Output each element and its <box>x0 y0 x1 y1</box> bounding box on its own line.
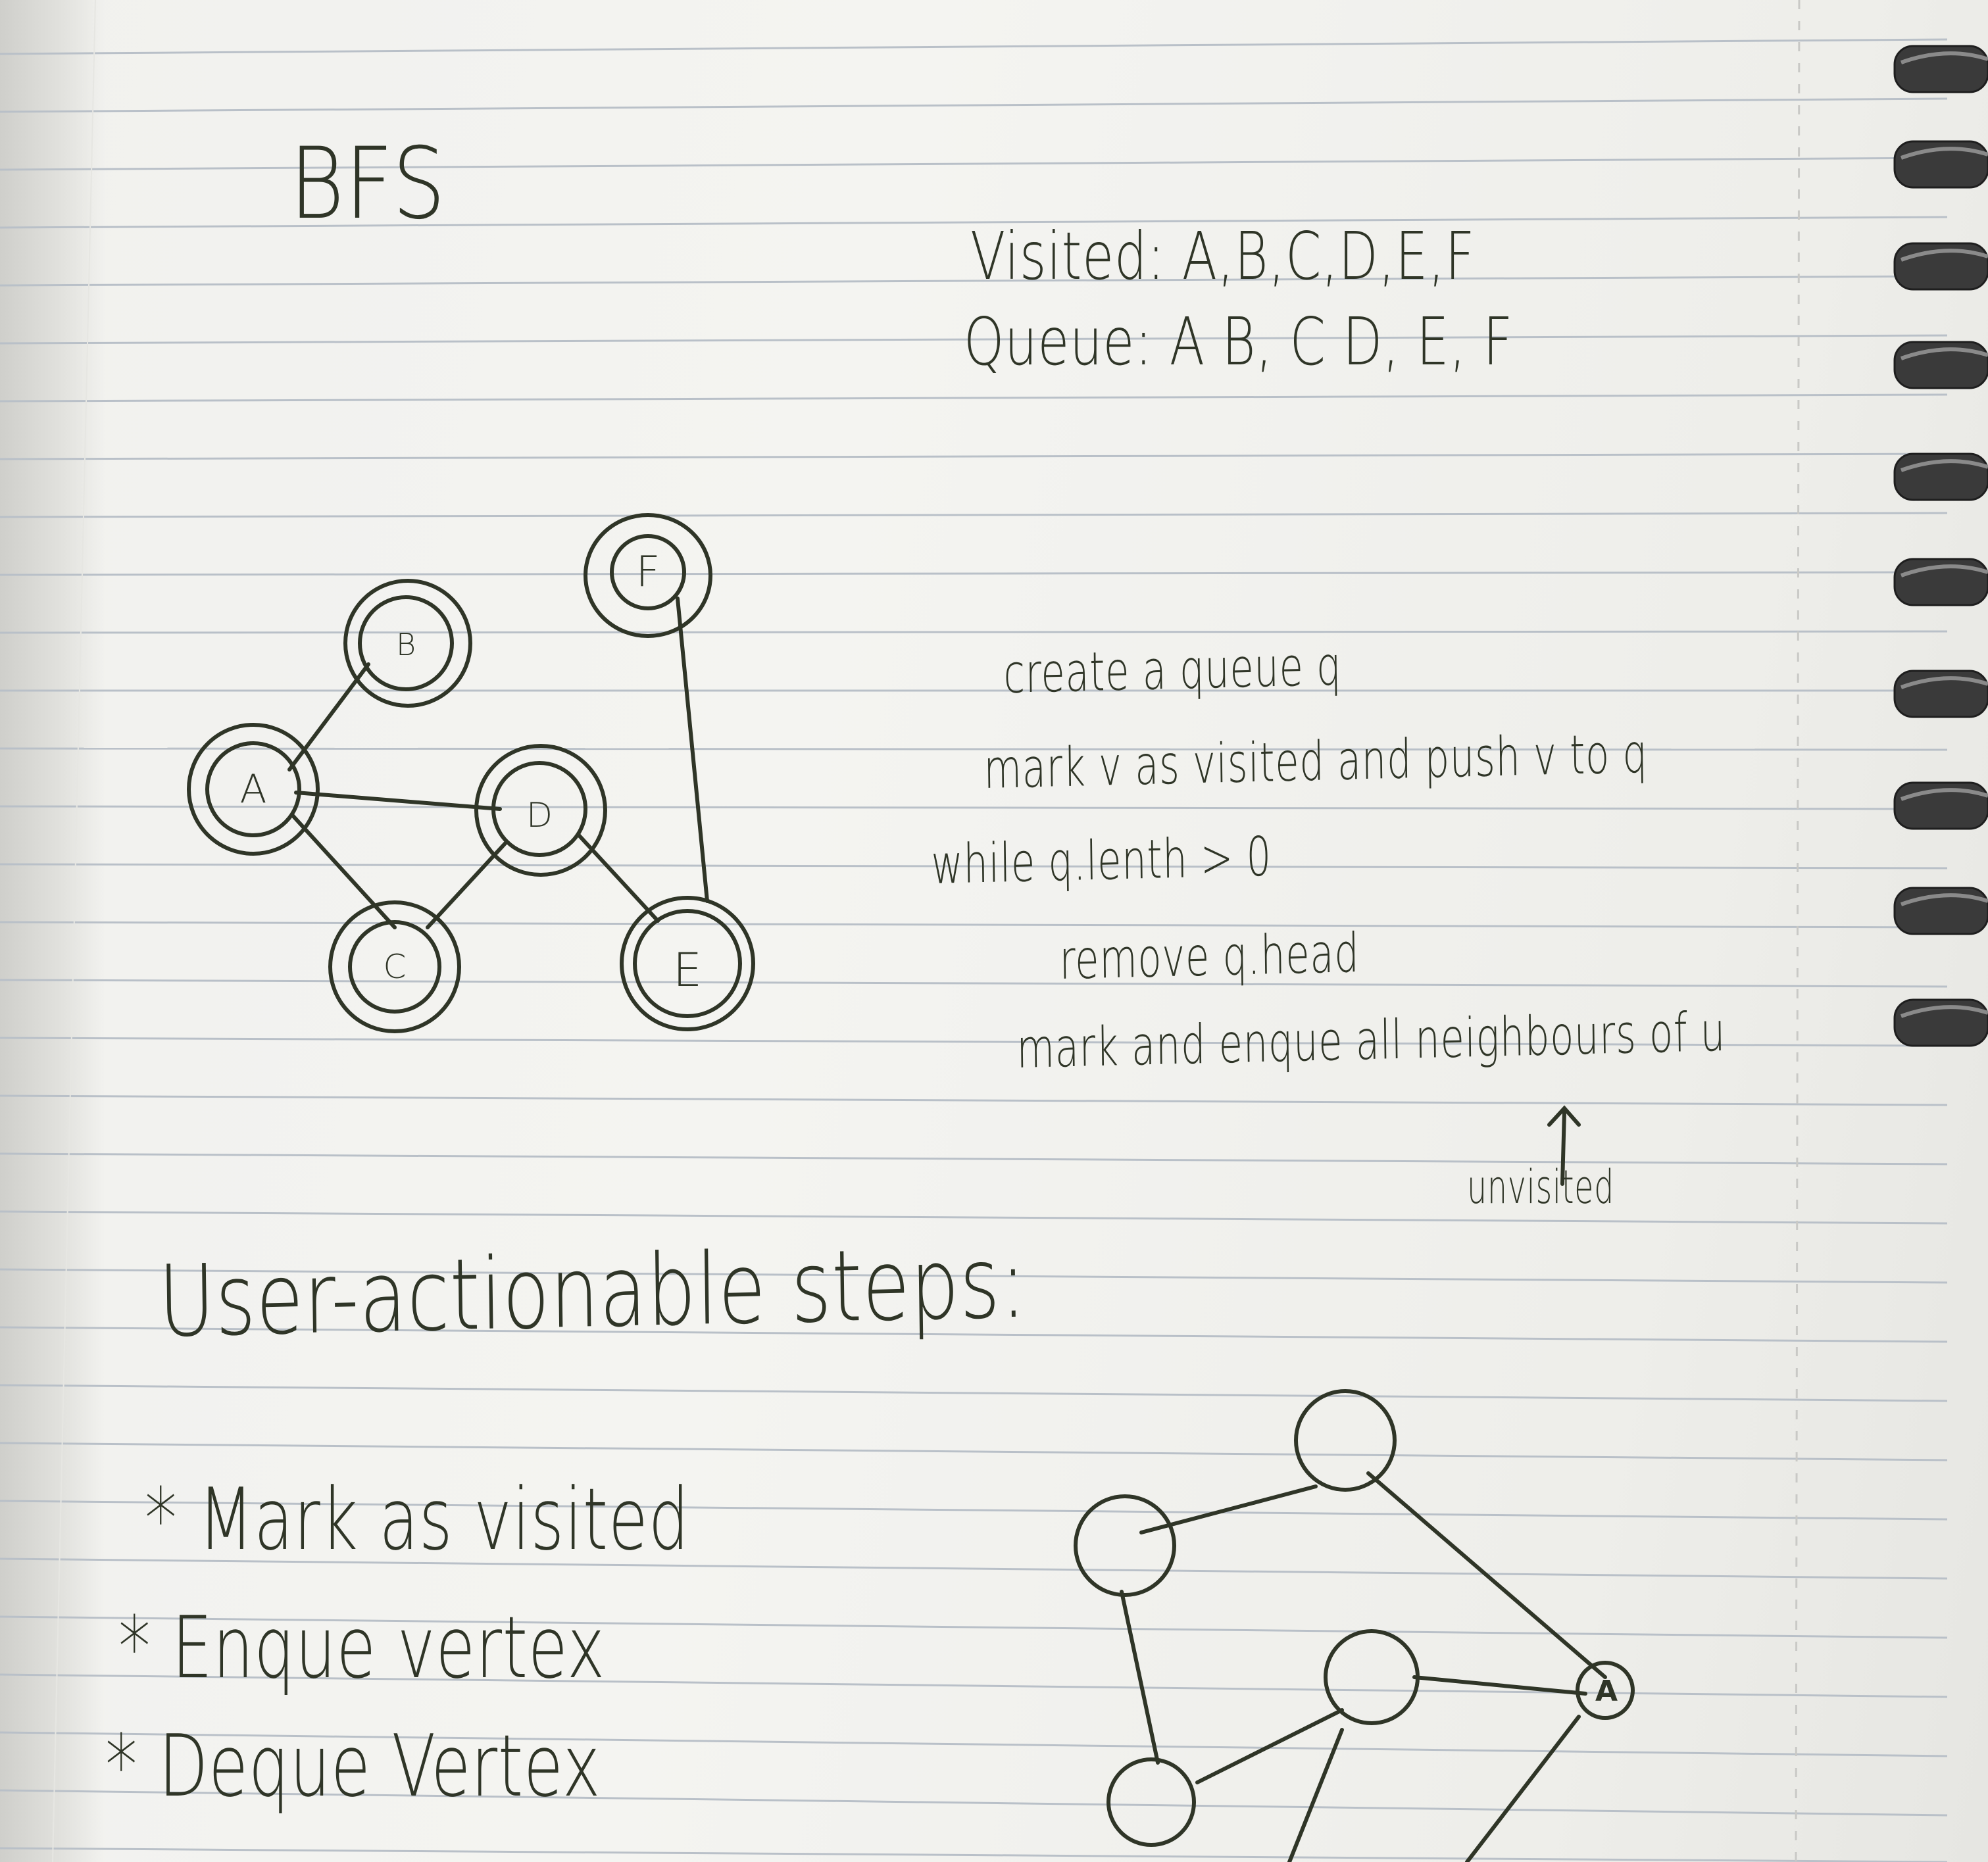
edge-b3-b4 <box>1195 1708 1344 1784</box>
node-label-a: A <box>239 766 267 812</box>
node-d-circle <box>491 761 587 857</box>
bottom-node-2 <box>1294 1389 1397 1492</box>
bottom-node-4 <box>1106 1757 1196 1847</box>
pseudocode-line-3: while q.lenth > 0 <box>930 825 1272 896</box>
node-label-e: E <box>672 943 703 997</box>
bottom-node-3 <box>1324 1629 1420 1725</box>
queue-line: Queue: A B, C D, E, F <box>964 303 1514 380</box>
edge-b1-b2 <box>1139 1484 1318 1534</box>
bottom-node-label-a: A <box>1595 1675 1618 1708</box>
edge-b5-down <box>1465 1715 1581 1862</box>
bottom-node-1 <box>1074 1494 1176 1597</box>
edge-b3-b5 <box>1412 1675 1587 1696</box>
node-label-c: C <box>383 948 407 986</box>
visited-line: Visited: A,B,C,D,E,F <box>970 218 1476 295</box>
edge-f-e <box>676 597 709 903</box>
node-f-circle <box>610 534 686 610</box>
step-deque-vertex: * Deque Vertex <box>105 1716 601 1816</box>
edge-a-c <box>291 814 397 929</box>
bottom-node-5 <box>1576 1661 1635 1720</box>
step-mark-visited: * Mark as visited <box>145 1469 690 1569</box>
step-enque-vertex: * Enque vertex <box>118 1598 606 1698</box>
pseudocode-line-1: create a queue q <box>1003 635 1342 706</box>
node-e-circle <box>633 909 742 1018</box>
edge-a-b <box>287 662 370 772</box>
pseudocode-line-2: mark v as visited and push v to q <box>983 722 1649 801</box>
node-c-circle <box>348 920 441 1014</box>
page-title: BFS <box>289 127 447 241</box>
actionable-steps-heading: User-actionable steps: <box>157 1225 1028 1360</box>
node-a-circle <box>205 741 301 837</box>
pseudocode-line-4: remove q.head <box>1058 921 1360 992</box>
edge-b3-down <box>1287 1728 1344 1862</box>
node-b-circle <box>358 595 454 691</box>
node-label-b: B <box>395 627 416 662</box>
pseudocode-insert-unvisited: unvisited <box>1467 1160 1615 1214</box>
node-label-d: D <box>526 796 553 835</box>
edge-a-d <box>294 791 502 811</box>
node-label-f: F <box>635 548 660 597</box>
pseudocode-line-5: mark and enque all neighbours of u <box>1016 1000 1726 1081</box>
edge-b1-b4 <box>1120 1590 1160 1765</box>
edge-b2-b5 <box>1366 1471 1607 1679</box>
